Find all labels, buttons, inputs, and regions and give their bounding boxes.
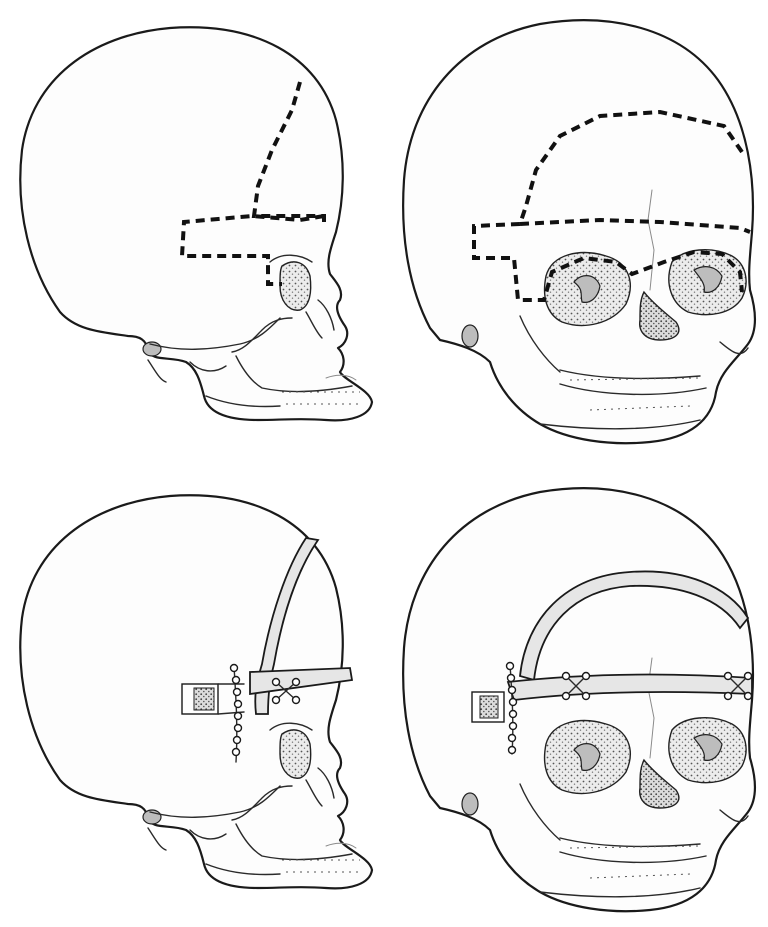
oblique-skull-drawing [403, 488, 755, 911]
bone-graft-fill [480, 696, 498, 718]
panel-top-right [403, 20, 755, 443]
panel-bottom-right [403, 488, 755, 911]
panel-bottom-left [20, 495, 372, 888]
oblique-skull-drawing [403, 20, 755, 443]
panel-top-left [20, 27, 372, 420]
lateral-skull-drawing [20, 27, 372, 420]
bone-graft-fill [194, 688, 214, 710]
